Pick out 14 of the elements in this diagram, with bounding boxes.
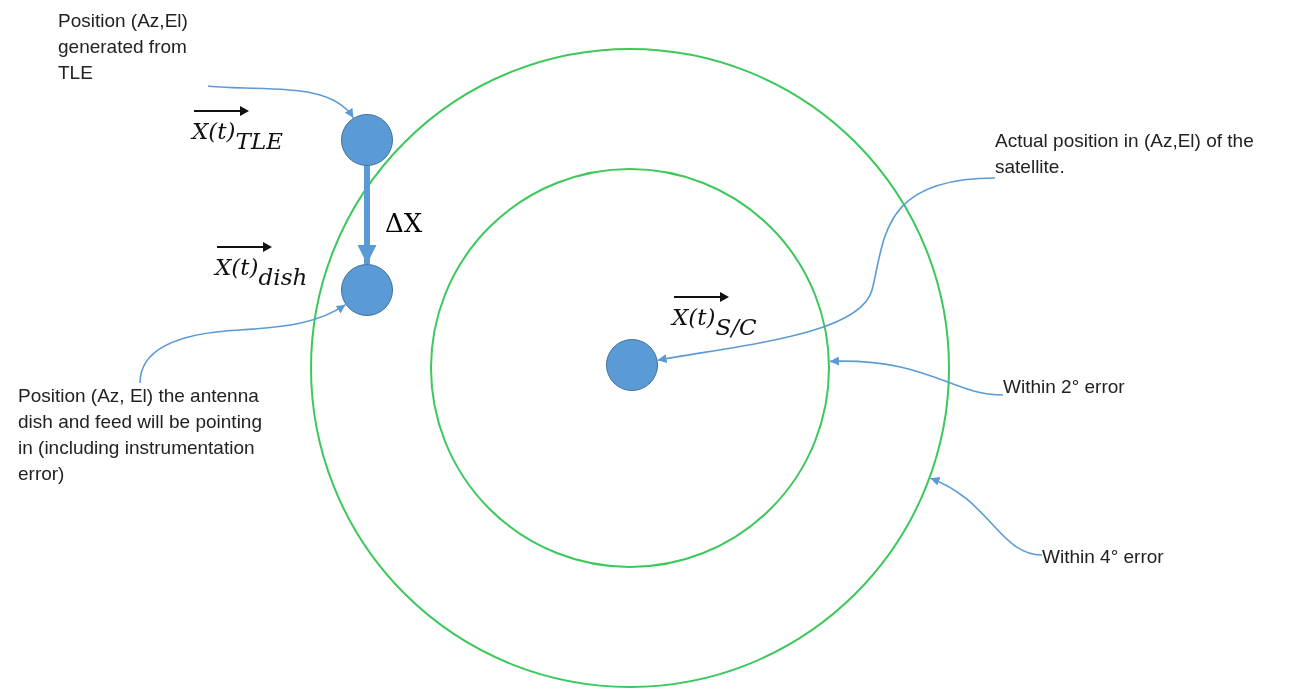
annotation-text: Within 4° error xyxy=(1042,544,1242,570)
leader-arrow xyxy=(207,85,355,119)
annotation-text: Actual position in (Az,El) of the satellite. xyxy=(995,128,1270,180)
position-dot xyxy=(341,264,393,316)
position-dot xyxy=(606,339,658,391)
leader-arrow xyxy=(656,177,996,364)
annotation-text: Position (Az,El) generated from TLE xyxy=(58,8,208,86)
leader-arrow xyxy=(829,356,1004,396)
leader-arrow xyxy=(929,477,1043,556)
error-circle xyxy=(430,168,830,568)
leader-arrow xyxy=(139,303,347,384)
annotation-text: Within 2° error xyxy=(1003,374,1203,400)
arrow xyxy=(357,166,377,264)
annotation-text: Position (Az, El) the antenna dish and feed will be pointing in (including instrumentation error) xyxy=(18,383,268,487)
